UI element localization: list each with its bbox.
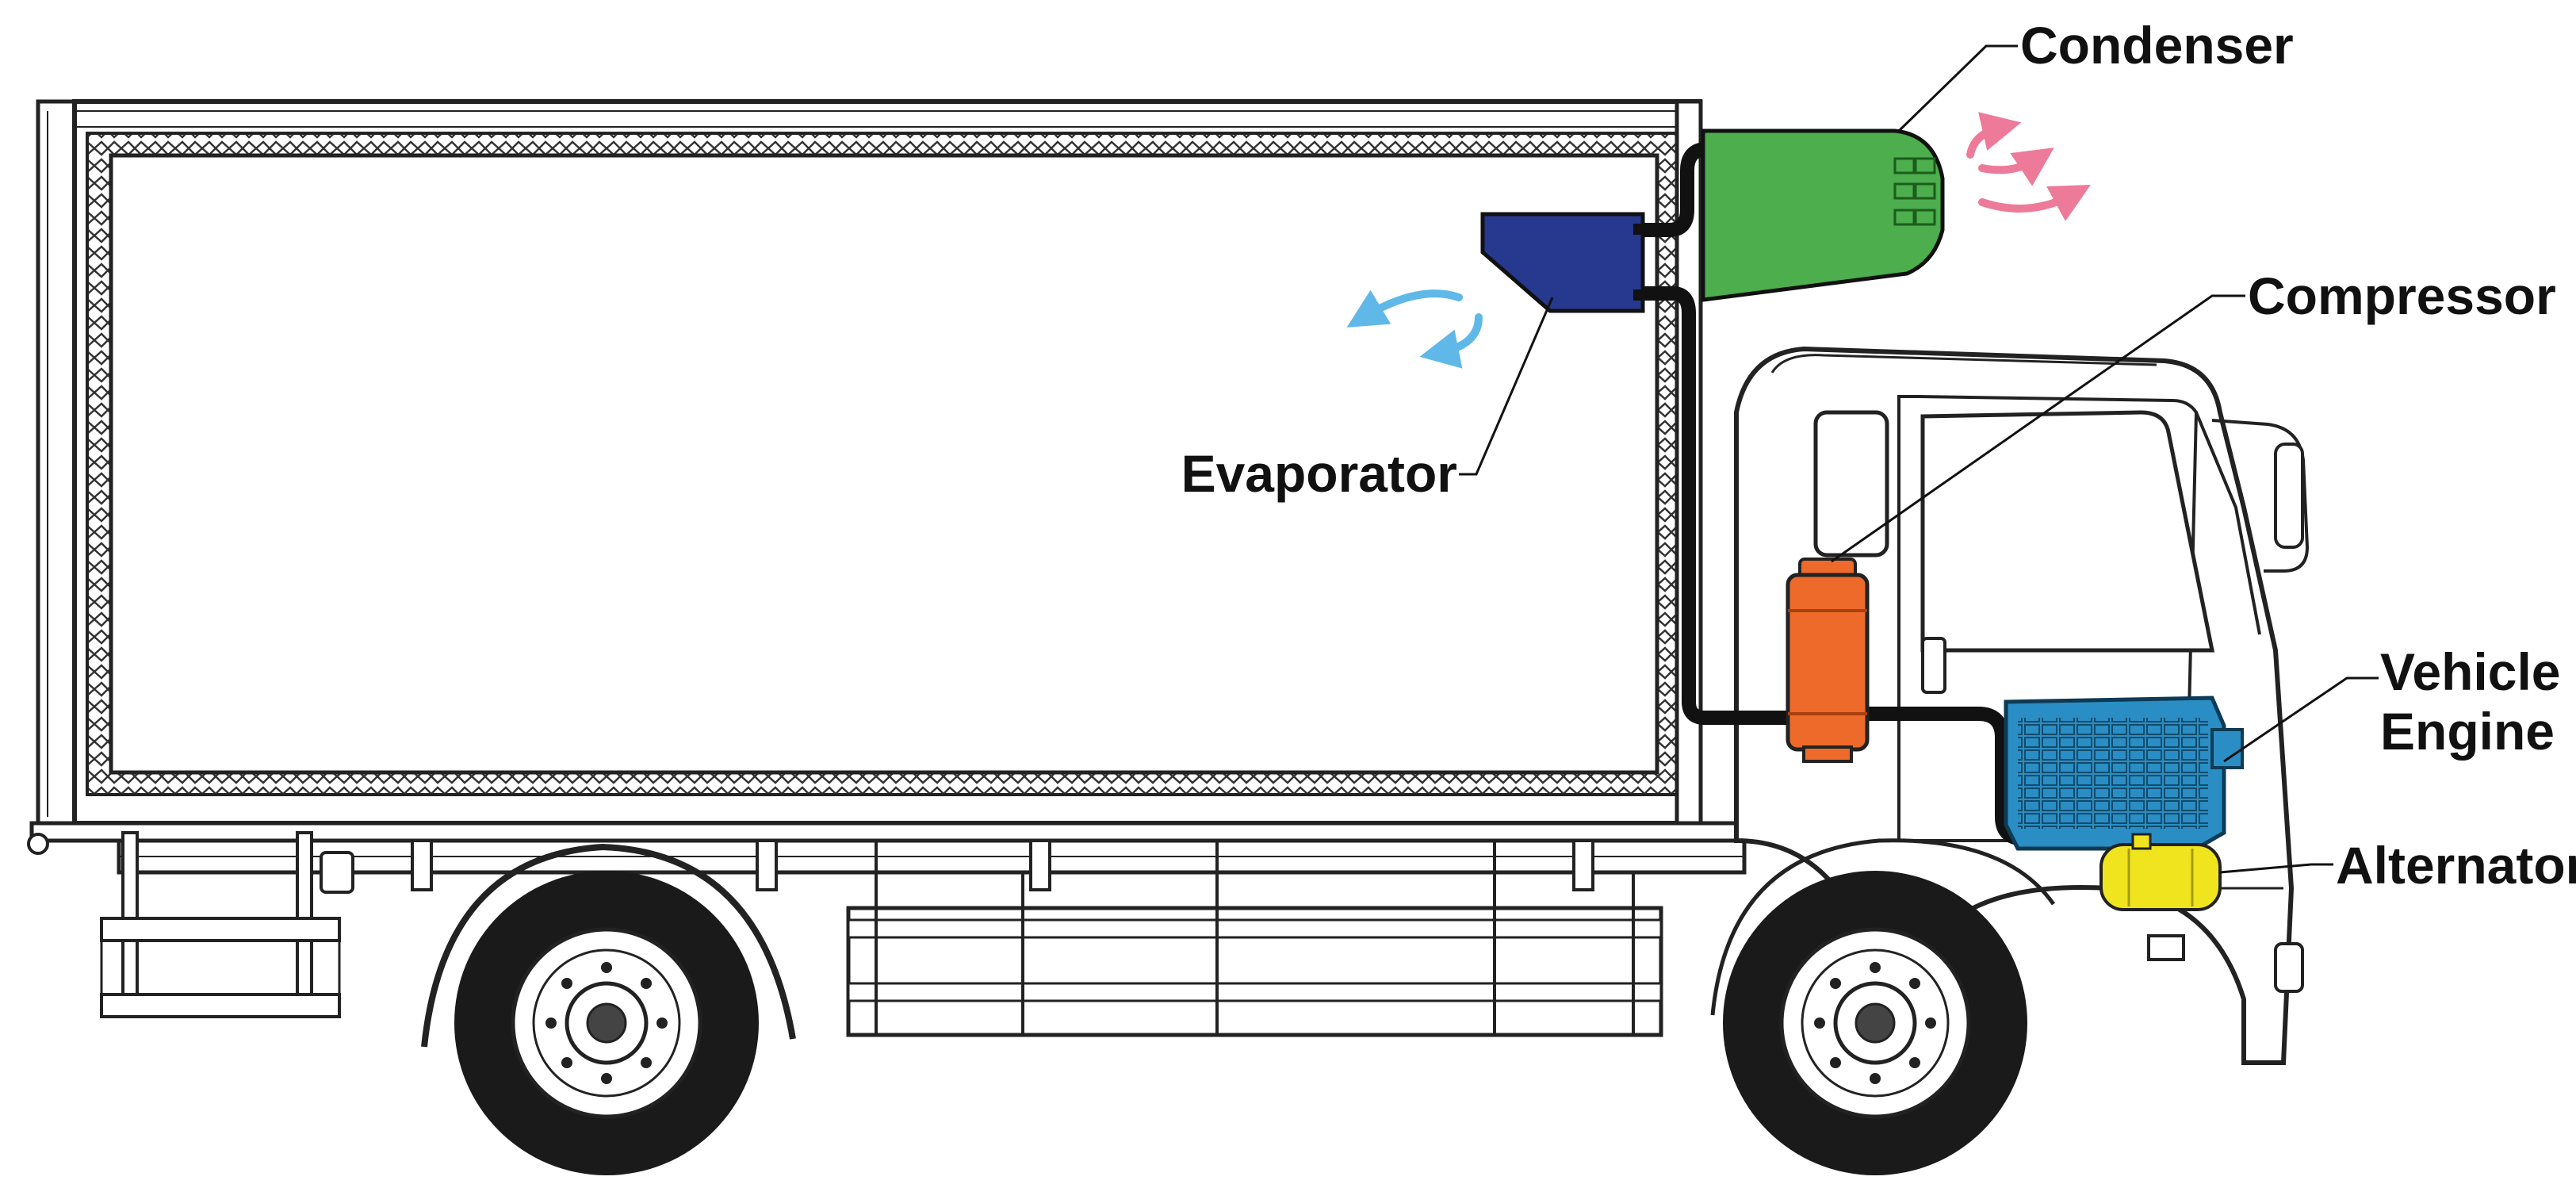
alternator-unit	[2099, 833, 2222, 911]
condenser-label: Condenser	[2020, 16, 2294, 75]
vehicle-engine-label-line2: Engine	[2380, 702, 2555, 761]
leader-lines	[1459, 44, 2379, 874]
compressor-unit	[1786, 558, 1870, 763]
compressor-label: Compressor	[2248, 266, 2556, 325]
rear-step	[100, 831, 341, 1018]
condenser-unit	[1701, 128, 1945, 302]
cold-air-arrow-icon	[1346, 289, 1483, 369]
evaporator-label: Evaporator	[1181, 444, 1457, 503]
alternator-label: Alternator	[2336, 836, 2576, 895]
chassis	[117, 838, 1747, 894]
front-wheel	[1723, 871, 2027, 1175]
vehicle-engine-unit	[2004, 696, 2244, 851]
evaporator-unit	[1480, 212, 1646, 313]
hot-air-arrow-icon	[1966, 112, 2091, 221]
rear-wheel	[421, 843, 796, 1175]
side-guard	[846, 841, 1663, 1037]
vehicle-engine-label-line1: Vehicle	[2380, 642, 2561, 701]
cargo-box	[27, 99, 1739, 855]
